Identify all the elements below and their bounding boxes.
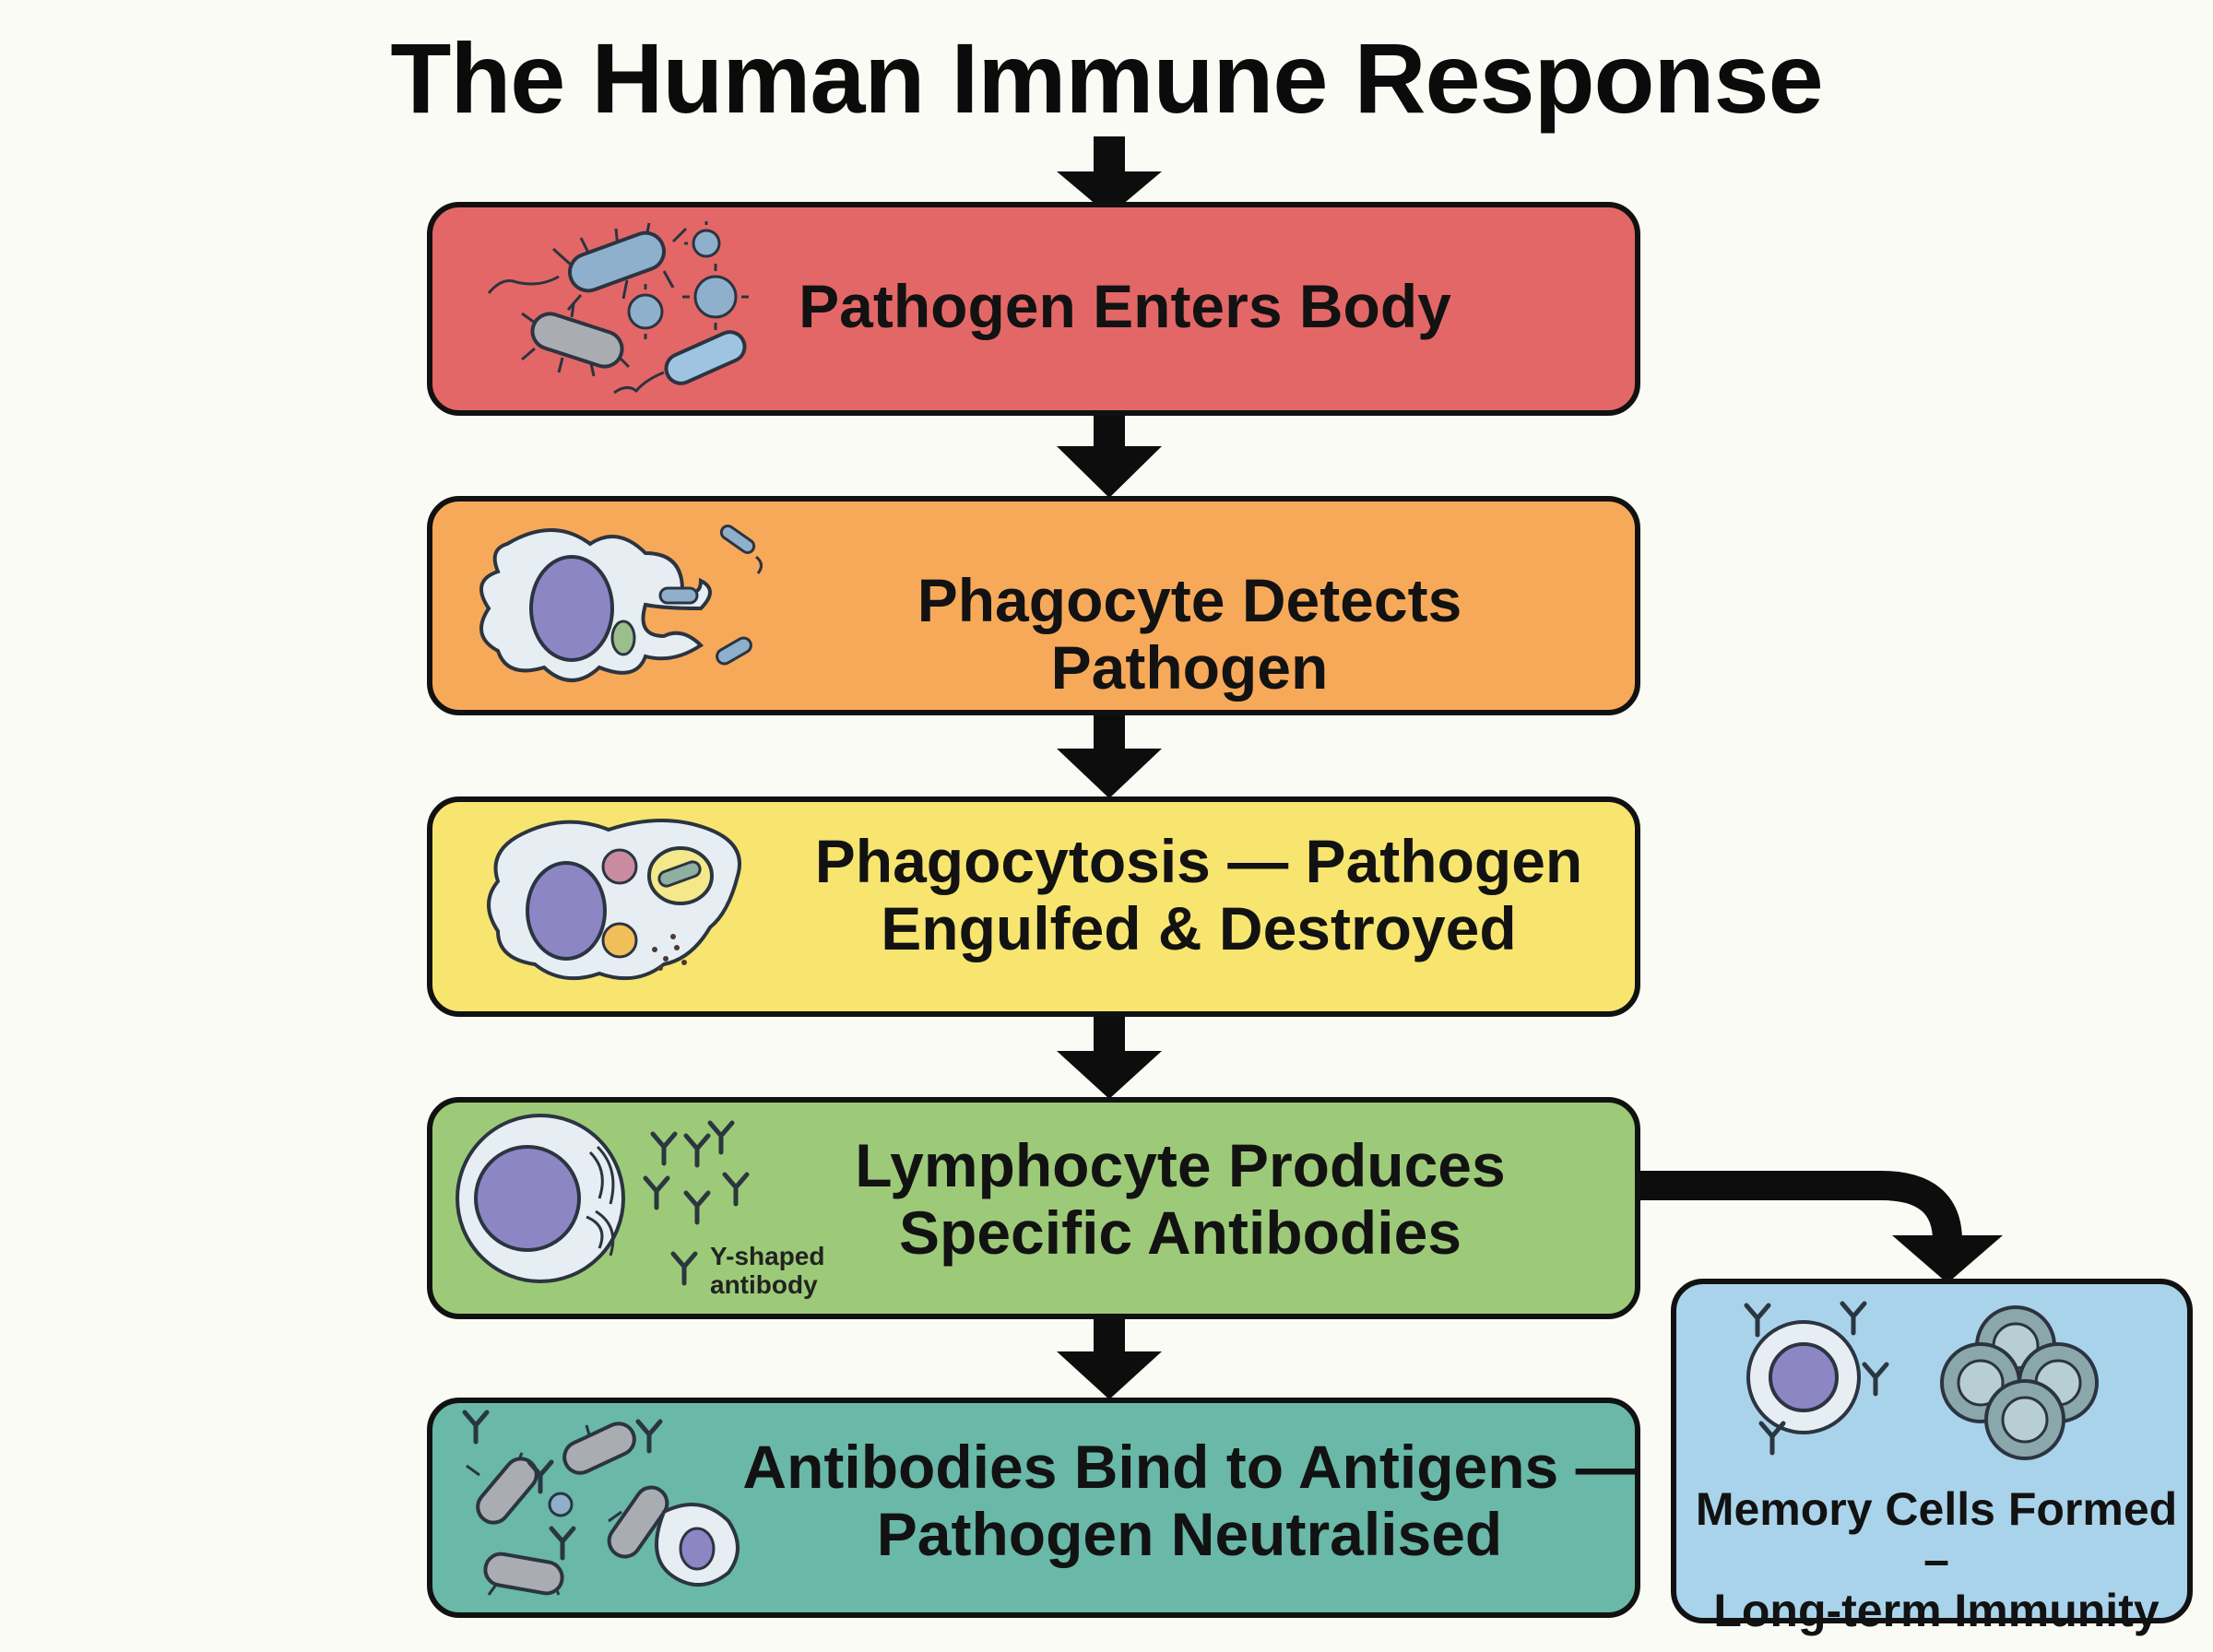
arrow-step1-to-step2	[1057, 415, 1162, 498]
phagocytosis-icon	[487, 819, 741, 981]
step-3-line-2: Engulfed & Destroyed	[881, 893, 1517, 962]
memory-line-1: Memory Cells Formed –	[1695, 1483, 2178, 1586]
step-5-line-1: Antibodies Bind to Antigens —	[742, 1433, 1637, 1501]
step-5-line-2: Pathogen Neutralised	[876, 1499, 1503, 1568]
step-label-2: Phagocyte Detects Pathogen	[775, 567, 1604, 701]
lymphocyte-icon	[456, 1114, 747, 1283]
diagram-title: The Human Immune Response	[390, 22, 1823, 134]
step-4-line-1: Lymphocyte Produces	[855, 1131, 1506, 1199]
memory-cells-icon	[1746, 1304, 2099, 1460]
antibody-binding-icon	[465, 1412, 740, 1596]
memory-line-2: Long-term Immunity	[1713, 1585, 2160, 1636]
arrow-step2-to-step3	[1057, 714, 1162, 798]
phagocyte-icon	[479, 525, 763, 682]
antibody-caption: Y-shaped antibody	[710, 1242, 825, 1300]
arrow-title-to-step1	[1057, 136, 1162, 216]
step-label-4: Lymphocyte Produces Specific Antibodies	[775, 1132, 1586, 1266]
step-2-line-1: Phagocyte Detects Pathogen	[917, 566, 1462, 702]
step-label-3: Phagocytosis — Pathogen Engulfed & Destr…	[775, 828, 1623, 962]
step-label-1: Pathogen Enters Body	[775, 273, 1475, 340]
step-box-lymphocyte	[427, 1097, 1640, 1319]
antibody-caption-line-2: antibody	[710, 1269, 818, 1299]
step-4-line-2: Specific Antibodies	[899, 1198, 1462, 1267]
step-3-line-1: Phagocytosis — Pathogen	[814, 827, 1583, 895]
memory-cells-label: Memory Cells Formed – Long-term Immunity	[1678, 1484, 2195, 1636]
step-1-line-1: Pathogen Enters Body	[799, 272, 1451, 340]
bacteria-icon	[487, 221, 749, 395]
arrow-step4-to-memory	[1637, 1171, 2003, 1283]
arrow-step4-to-step5	[1057, 1318, 1162, 1399]
arrow-step3-to-step4	[1057, 1016, 1162, 1099]
antibody-caption-line-1: Y-shaped	[710, 1242, 825, 1270]
step-label-5: Antibodies Bind to Antigens — Pathogen N…	[738, 1434, 1641, 1567]
